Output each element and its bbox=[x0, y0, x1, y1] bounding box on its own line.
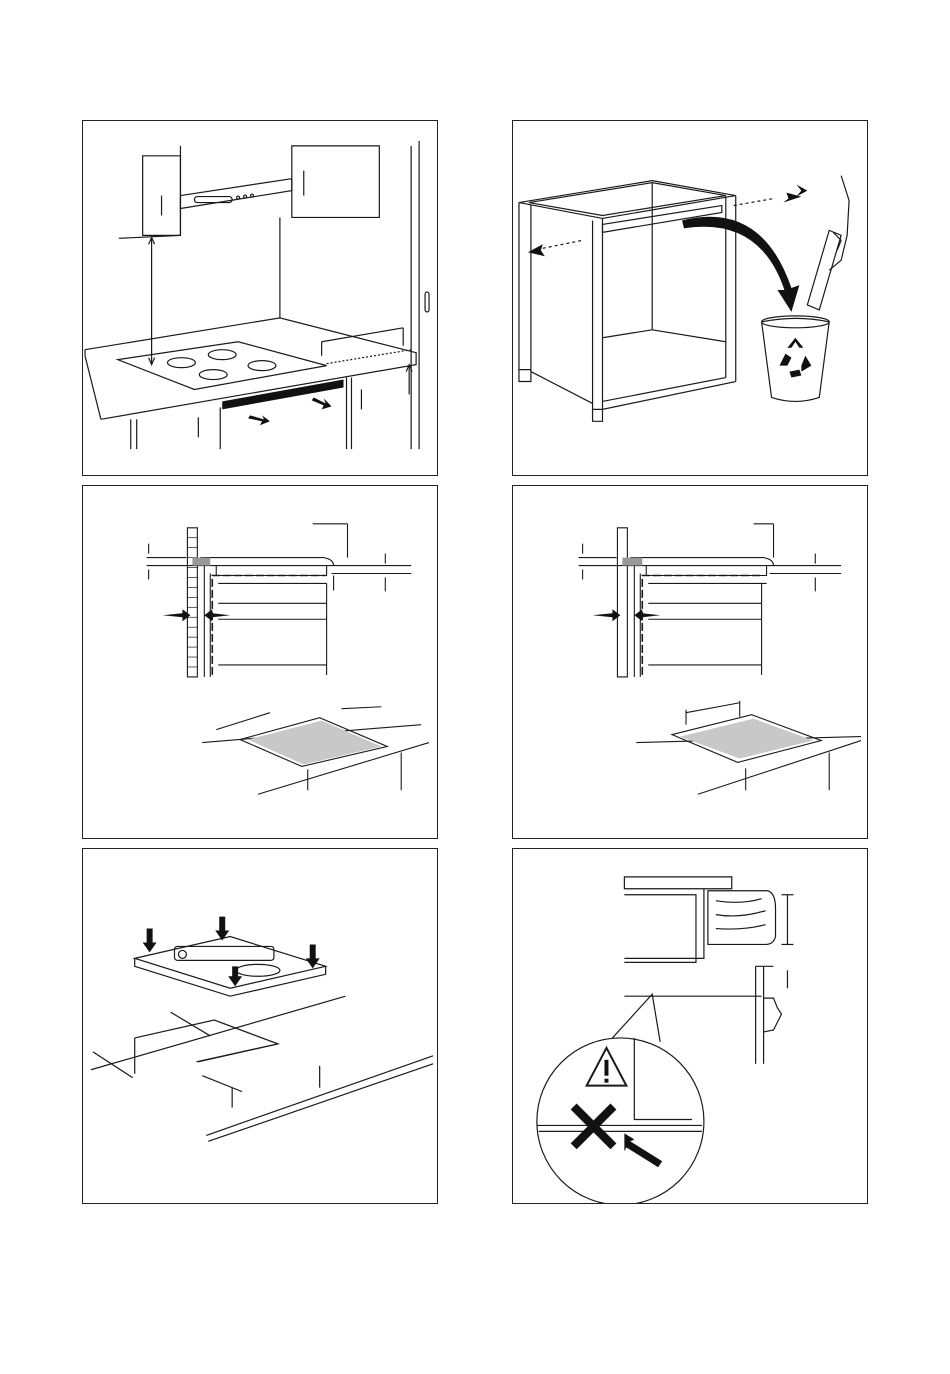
hob-installation-diagram bbox=[83, 121, 437, 475]
spirit-level-icon bbox=[174, 946, 273, 960]
right-wall-cabinet bbox=[292, 146, 380, 218]
ventilation-diagram-a bbox=[83, 486, 437, 838]
brick-wall bbox=[617, 528, 627, 677]
wood-edge-icon bbox=[708, 891, 776, 945]
panel-remove-strip bbox=[512, 120, 868, 476]
ventilation-diagram-b bbox=[513, 486, 867, 838]
panel-ventilation-b bbox=[512, 485, 868, 839]
hob-edge bbox=[624, 877, 731, 889]
panel-edge-warning bbox=[512, 848, 868, 1204]
airflow-arrows bbox=[593, 558, 661, 622]
panel-hob-installation bbox=[82, 120, 438, 476]
curved-arrow bbox=[682, 217, 799, 312]
recycle-symbol-icon bbox=[787, 338, 803, 348]
press-arrows bbox=[143, 917, 320, 987]
cutout bbox=[135, 1020, 278, 1062]
brick-wall bbox=[187, 528, 197, 677]
hob-icon bbox=[118, 342, 327, 390]
cabinet-removal-diagram bbox=[513, 121, 867, 475]
panel-ventilation-a bbox=[82, 485, 438, 839]
recycle-bin-icon bbox=[762, 318, 830, 401]
hand-icon bbox=[829, 176, 849, 270]
airflow-arrows bbox=[163, 558, 231, 622]
hob-fitting-diagram bbox=[83, 849, 437, 1203]
panel-hob-fitting bbox=[82, 848, 438, 1204]
magnifier-circle bbox=[537, 1038, 704, 1203]
cooker-hood-icon bbox=[180, 179, 291, 209]
pointer-arrow bbox=[624, 1133, 662, 1167]
edge-warning-diagram bbox=[513, 849, 867, 1203]
